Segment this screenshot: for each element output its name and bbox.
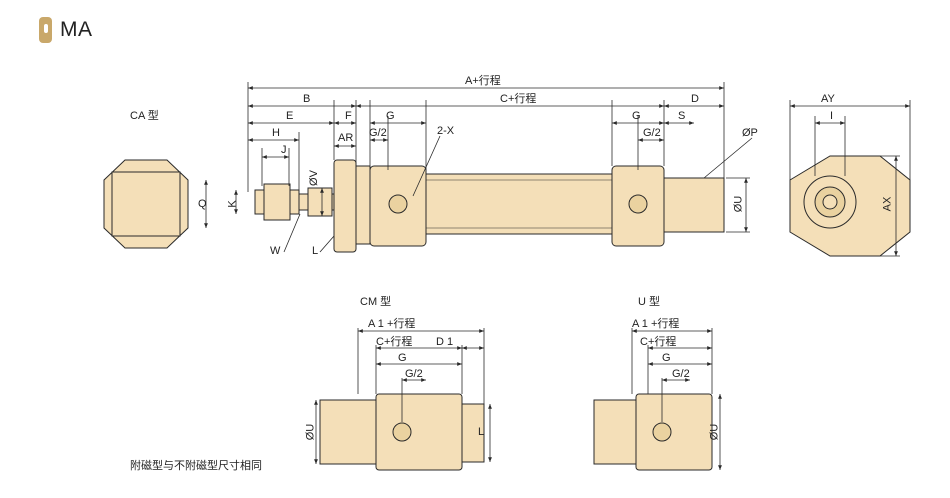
cylinder-tube: [425, 173, 613, 235]
dim-ax: AX: [881, 196, 894, 212]
rear-port-icon: [628, 194, 648, 214]
dim-e: E: [286, 110, 294, 122]
cm-dim-c: C+行程: [376, 336, 413, 348]
dim-ay: AY: [821, 93, 835, 105]
dim-w: W: [270, 245, 281, 257]
dim-s: S: [678, 110, 686, 122]
u-dim-g2: G/2: [672, 368, 690, 380]
dim-a-stroke: A+行程: [465, 75, 501, 87]
dim-d: D: [691, 93, 699, 105]
dim-l: L: [312, 245, 319, 257]
front-port-icon: [388, 194, 408, 214]
dim-f: F: [345, 110, 352, 122]
cm-dim-a1: A 1 +行程: [368, 318, 416, 330]
dim-ar: AR: [338, 132, 354, 144]
page-title: MA: [60, 18, 93, 41]
leader-w: [283, 213, 301, 253]
dim-g-left: G: [386, 110, 395, 122]
dim-c-stroke: C+行程: [500, 93, 537, 105]
dim-b: B: [303, 93, 311, 105]
cm-dim-g: G: [398, 352, 407, 364]
rod-step: [307, 187, 333, 217]
u-tube: [593, 399, 637, 465]
dim-q: Q: [198, 198, 207, 210]
end-boss-inner: [822, 194, 838, 210]
cm-dim-d1: D 1: [436, 336, 454, 348]
dim-g-right: G: [632, 110, 641, 122]
cm-pin: [461, 403, 485, 463]
dim-g2-left: G/2: [369, 127, 387, 139]
front-bushing: [355, 165, 371, 245]
front-flange: [333, 159, 357, 253]
dim-ov: ØV: [307, 170, 320, 186]
dim-k: K: [226, 200, 239, 208]
ca-hex-outline: [103, 159, 189, 249]
u-cover: [635, 393, 713, 471]
cm-tube: [319, 399, 377, 465]
rear-pin: [663, 177, 725, 233]
dim-op: ØP: [742, 127, 758, 139]
dim-ou: ØU: [732, 195, 745, 213]
dim-j: J: [281, 144, 287, 156]
note-text: 附磁型与不附磁型尺寸相同: [130, 460, 262, 472]
rod-nut: [263, 183, 291, 221]
cm-cover: [375, 393, 463, 471]
leader-port: [412, 135, 441, 197]
leader-l: [319, 235, 335, 253]
dimension-lines: [204, 82, 911, 470]
dim-i: I: [830, 110, 834, 122]
leader-op: [703, 137, 753, 179]
u-dim-ou: ØU: [708, 423, 721, 441]
cm-view-label: CM 型: [360, 296, 392, 308]
dim-g2-right: G/2: [643, 127, 661, 139]
dim-port: 2-X: [437, 125, 455, 137]
title-badge-icon: [39, 17, 52, 43]
u-view-label: U 型: [638, 296, 660, 308]
u-dim-a1: A 1 +行程: [632, 318, 680, 330]
cm-dim-l: L: [478, 426, 485, 438]
dim-h: H: [272, 127, 280, 139]
u-dim-g: G: [662, 352, 671, 364]
cm-port-icon: [392, 422, 412, 442]
u-dim-c: C+行程: [640, 336, 677, 348]
part-outlines: [103, 155, 911, 471]
ca-view-label: CA 型: [130, 110, 159, 122]
ca-mount-block: [111, 171, 181, 237]
cm-dim-g2: G/2: [405, 368, 423, 380]
cm-dim-ou: ØU: [304, 423, 317, 441]
u-port-icon: [652, 422, 672, 442]
